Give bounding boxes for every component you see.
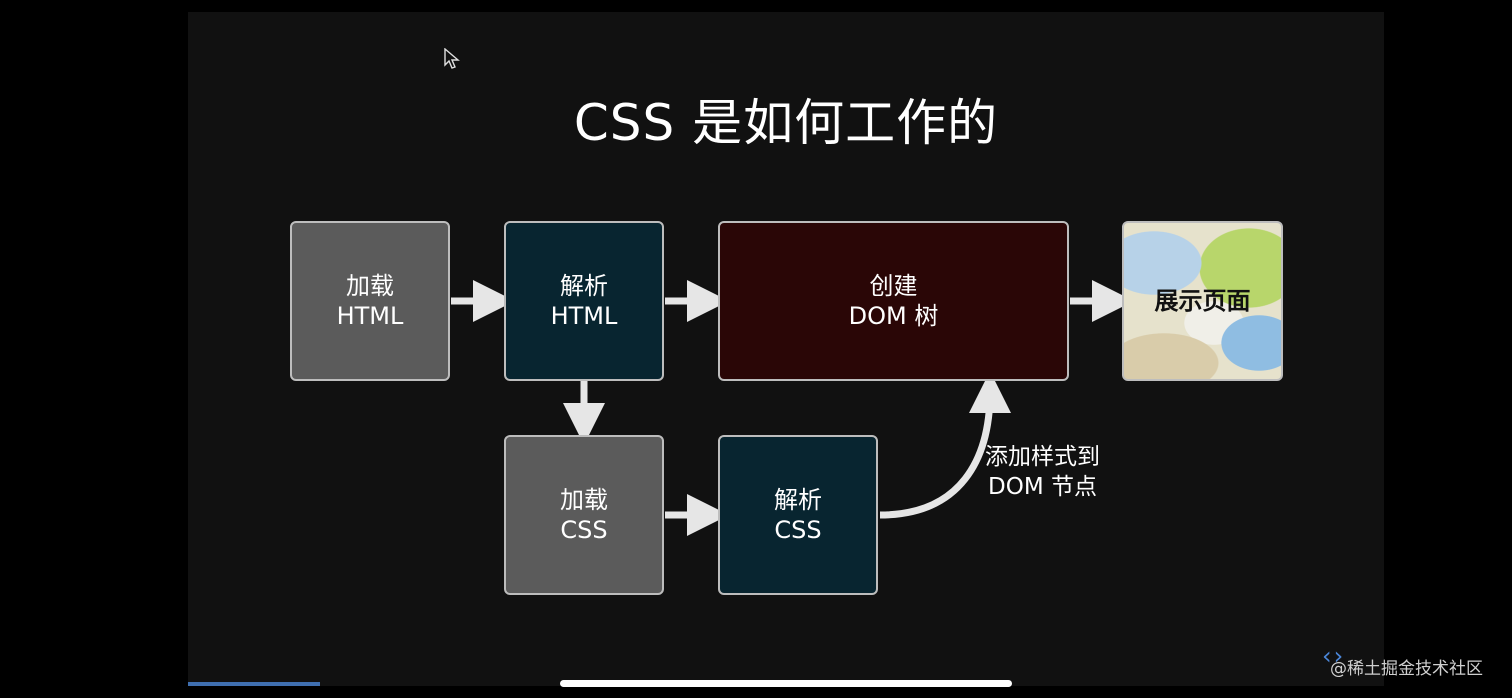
parse-css-box: 解析 CSS xyxy=(718,435,878,595)
parse-html-label-line1: 解析 xyxy=(560,272,608,300)
slide-nav-arrows[interactable]: ‹› xyxy=(1322,642,1346,670)
watermark: @稀土掘金技术社区 xyxy=(1330,659,1483,679)
load-css-label-line2: CSS xyxy=(560,516,608,544)
load-html-label-line2: HTML xyxy=(336,302,404,330)
parse-html-label-line2: HTML xyxy=(550,302,618,330)
home-indicator-bar[interactable] xyxy=(560,680,1012,687)
create-dom-box: 创建 DOM 树 xyxy=(718,221,1069,381)
load-css-box: 加载 CSS xyxy=(504,435,664,595)
create-dom-label-line2: DOM 树 xyxy=(848,302,939,330)
show-page-box: 展示页面 xyxy=(1122,221,1283,381)
parse-css-label-line2: CSS xyxy=(774,516,822,544)
slide-title: CSS 是如何工作的 xyxy=(573,94,999,152)
mouse-cursor-icon xyxy=(444,48,460,69)
create-dom-label-line1: 创建 xyxy=(869,272,918,300)
load-html-label-line1: 加载 xyxy=(346,272,394,300)
arrow-parse-css-to-create-dom xyxy=(879,371,1011,519)
parse-html-box: 解析 HTML xyxy=(504,221,664,381)
load-html-box: 加载 HTML xyxy=(290,221,450,381)
parse-css-label-line1: 解析 xyxy=(774,486,822,514)
slide-progress-bar xyxy=(188,682,320,686)
add-styles-label-line1: 添加样式到 xyxy=(985,444,1100,470)
load-css-label-line1: 加载 xyxy=(560,486,608,514)
add-styles-label: 添加样式到 DOM 节点 xyxy=(985,442,1100,502)
show-page-label: 展示页面 xyxy=(1154,287,1251,315)
add-styles-label-line2: DOM 节点 xyxy=(988,474,1097,500)
